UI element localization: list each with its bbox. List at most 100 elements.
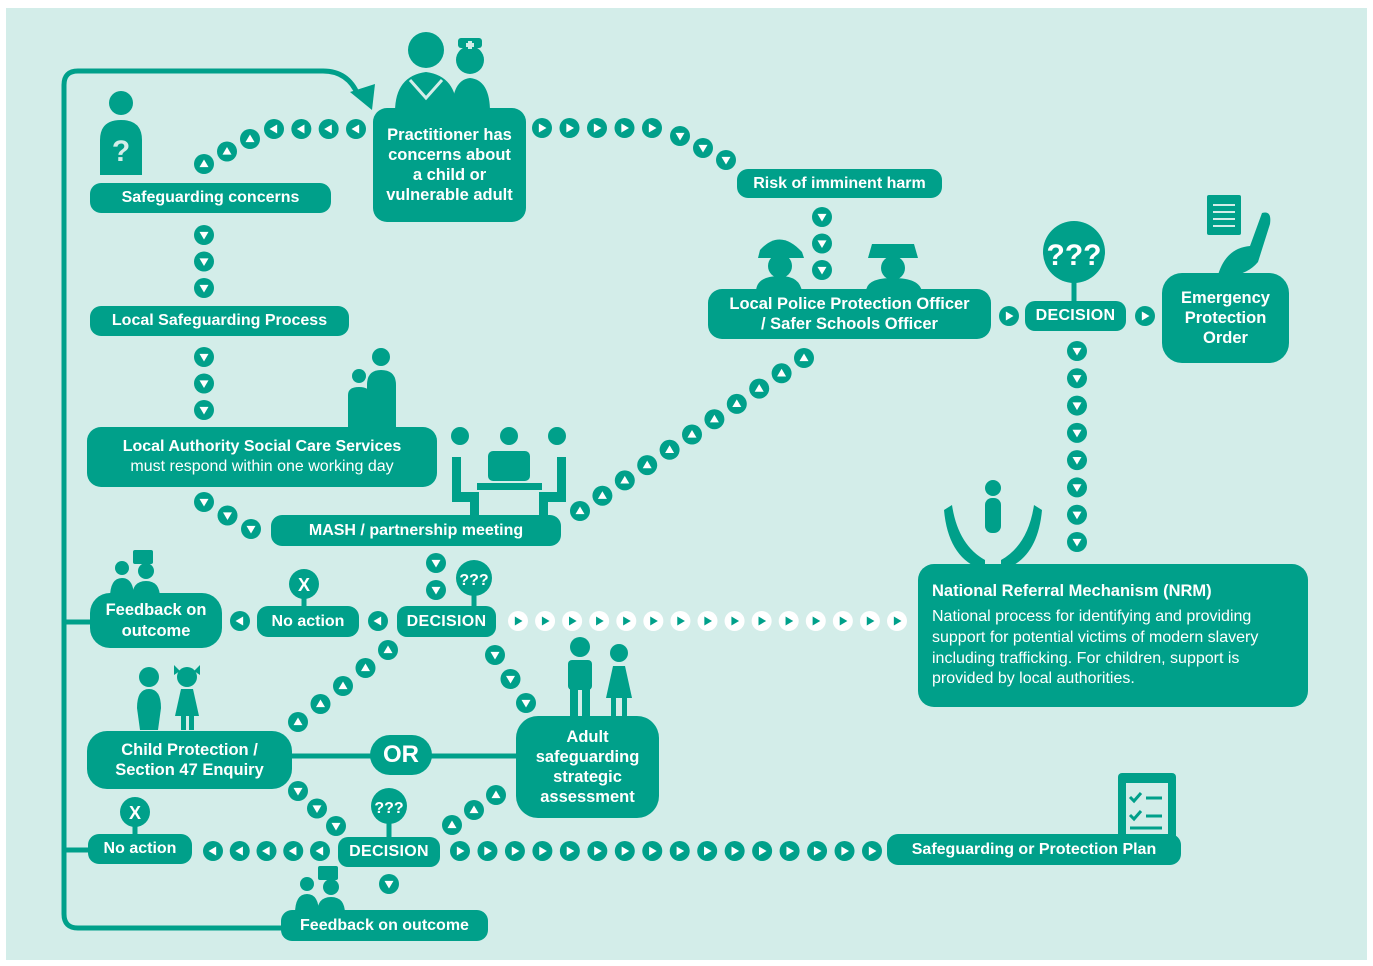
no-action-top-box: No action: [257, 606, 359, 637]
arrow-dot-up: [288, 712, 308, 732]
safeguarding-concerns-box: Safeguarding concerns: [90, 183, 331, 213]
risk-imminent-harm-box: Risk of imminent harm: [737, 169, 942, 198]
question-person-icon: ?: [100, 91, 142, 175]
arrow-dot-left: [318, 119, 339, 139]
arrow-dot-down: [194, 492, 214, 512]
arrow-dot-left: [230, 611, 250, 631]
arrow-dot-left: [203, 841, 223, 861]
arrow-dot-up: [194, 154, 214, 174]
arrow-dot-right: [587, 118, 607, 138]
police-officers-icon: [756, 239, 922, 292]
arrow-dot-down: [307, 798, 327, 819]
arrow-dot-right-white: [724, 611, 745, 631]
arrow-dot-up: [310, 694, 331, 714]
arrow-dot-up: [486, 785, 506, 805]
arrow-dot-right-white: [697, 611, 718, 631]
nrm-description: National process for identifying and pro…: [932, 608, 1259, 688]
arrow-dot-left: [291, 119, 312, 139]
emergency-protection-order-box: Emergency Protection Order: [1162, 273, 1289, 363]
arrow-dot-right-white: [589, 611, 610, 631]
arrow-dot-down: [326, 816, 346, 836]
arrow-dot-down: [812, 207, 832, 227]
arrow-dot-up: [726, 393, 747, 414]
dotted-arrow-paths: [194, 118, 1155, 894]
arrow-dot-down: [716, 150, 736, 170]
arrow-dot-down: [194, 400, 214, 420]
arrow-dot-up: [217, 141, 237, 162]
arrow-dot-right: [697, 841, 718, 861]
arrow-dot-down: [812, 260, 832, 280]
la-social-care-subtitle: must respond within one working day: [130, 458, 394, 475]
hand-document-icon: [1207, 195, 1271, 276]
meeting-table-icon: [451, 427, 566, 516]
arrow-dot-down: [194, 373, 214, 394]
hands-person-icon: [944, 480, 1042, 568]
arrow-dot-left: [264, 119, 284, 139]
arrow-dot-left: [229, 841, 250, 861]
arrow-dot-down: [485, 645, 505, 665]
arrow-dot-down: [1067, 504, 1087, 525]
or-label: OR: [370, 735, 432, 775]
nrm-box: National Referral Mechanism (NRM) Nation…: [918, 564, 1308, 707]
arrow-dot-up: [749, 378, 770, 399]
arrow-dot-down: [194, 278, 214, 298]
arrow-dot-down: [426, 580, 446, 600]
arrow-dot-right: [1135, 306, 1155, 326]
arrow-dot-down: [194, 347, 214, 367]
arrow-dot-down: [693, 138, 713, 158]
arrow-dot-down: [194, 225, 214, 245]
arrow-dot-down: [1067, 477, 1087, 498]
arrow-dot-up: [659, 439, 680, 460]
children-icon: [137, 665, 200, 730]
arrow-dot-down: [379, 874, 399, 894]
arrow-dot-down: [1067, 450, 1087, 471]
question-tree-icon-bottom: ???: [371, 788, 407, 824]
arrow-dot-left: [346, 119, 366, 139]
arrow-dot-up: [570, 501, 590, 521]
arrow-dot-up: [794, 348, 814, 368]
arrow-dot-right: [477, 841, 498, 861]
nrm-title: National Referral Mechanism (NRM): [932, 582, 1212, 600]
arrow-dot-up: [464, 800, 484, 820]
arrow-dot-down: [241, 519, 261, 539]
arrow-dot-right: [834, 841, 855, 861]
arrow-dot-up: [614, 470, 635, 491]
svg-text:X: X: [129, 803, 141, 823]
arrow-dot-right: [724, 841, 745, 861]
arrow-dot-left: [283, 841, 304, 861]
loop-arrow-head: [350, 84, 375, 110]
arrow-dot-right: [642, 841, 663, 861]
arrow-dot-down: [217, 505, 238, 526]
arrow-dot-up: [771, 363, 792, 384]
arrow-dot-up: [355, 658, 376, 678]
arrow-dot-right-white: [778, 611, 799, 631]
family-icon: [348, 348, 396, 430]
arrow-dot-down: [516, 693, 536, 713]
local-safeguarding-process-box: Local Safeguarding Process: [90, 306, 349, 336]
arrow-dot-down: [500, 669, 521, 689]
arrow-dot-down: [1067, 395, 1087, 416]
arrow-dot-up: [637, 455, 658, 476]
question-tree-icon: ???: [1043, 221, 1105, 283]
arrow-dot-left: [310, 841, 330, 861]
decision-mash: DECISION: [397, 606, 496, 637]
no-action-bottom-box: No action: [88, 834, 192, 864]
arrow-dot-up: [704, 409, 725, 430]
arrow-dot-up: [378, 640, 398, 660]
arrow-dot-right-white: [508, 611, 528, 631]
arrow-dot-right: [752, 841, 773, 861]
arrow-dot-down: [812, 233, 832, 254]
svg-text:X: X: [298, 575, 310, 595]
arrow-dot-right-white: [805, 611, 826, 631]
svg-text:???: ???: [1047, 239, 1102, 272]
arrow-dot-up: [592, 485, 613, 506]
decision-bottom: DECISION: [338, 837, 440, 867]
feedback-outcome-top-box: Feedback on outcome: [90, 593, 222, 648]
arrow-dot-down: [194, 251, 214, 272]
arrow-dot-right: [999, 306, 1019, 326]
arrow-dot-right-white: [751, 611, 772, 631]
arrow-dot-up: [240, 129, 260, 149]
arrow-dot-right-white: [887, 611, 907, 631]
